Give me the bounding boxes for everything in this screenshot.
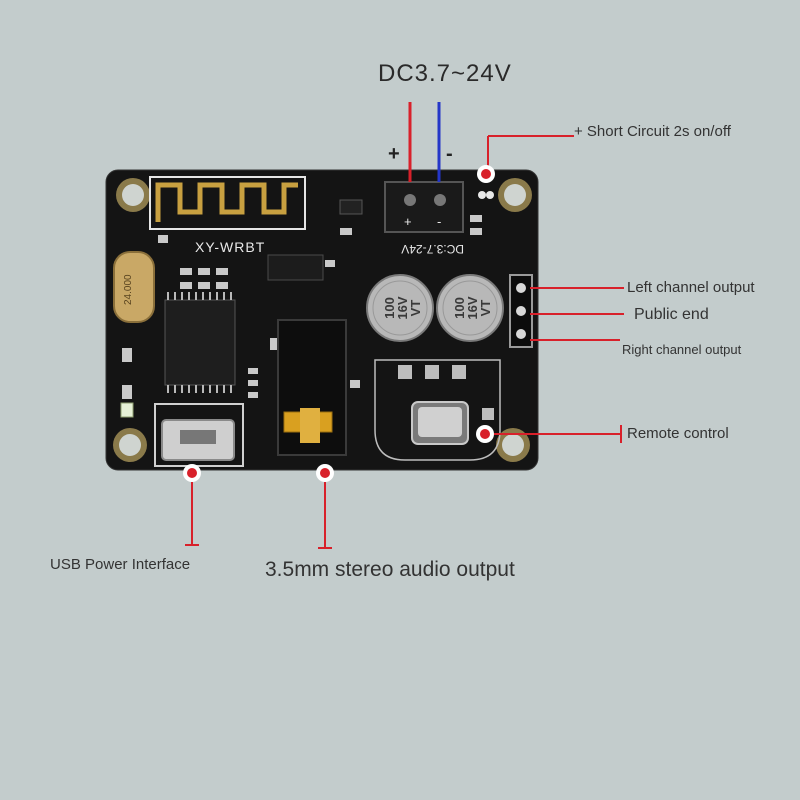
minus-wire-label: - (446, 143, 453, 165)
usb-power-leader (183, 464, 201, 546)
remote-control-label: Remote control (627, 425, 729, 442)
pcb-board: XY-WRBT DC:3.7-24V 24.000 (105, 169, 539, 471)
audio-output-leader (316, 464, 334, 549)
micro-usb-port (154, 403, 244, 467)
audio-chip (267, 254, 324, 281)
cap-right-brand: VT (478, 300, 493, 317)
audio-jack (277, 319, 347, 456)
power-input-label: DC3.7~24V (378, 60, 512, 87)
status-led (120, 402, 134, 418)
bluetooth-antenna (149, 176, 306, 230)
cap-left-value: 100 (382, 297, 397, 319)
regulator-chip (339, 199, 363, 215)
left-channel-label: Left channel output (627, 279, 755, 296)
mounting-hole-bottom-right (496, 428, 530, 462)
cap-left-voltage: 16V (395, 296, 410, 319)
board-voltage-silk: DC:3.7-24V (401, 242, 464, 256)
mounting-hole-bottom-left (113, 428, 147, 462)
usb-power-label: USB Power Interface (50, 556, 191, 573)
crystal-oscillator: 24.000 (113, 251, 155, 323)
terminal-minus-silk: - (437, 214, 441, 229)
remote-control-leader (476, 425, 622, 443)
mounting-hole-top-left (116, 178, 150, 212)
board-model-silk: XY-WRBT (195, 239, 265, 255)
cap-right-voltage: 16V (465, 296, 480, 319)
public-end-label: Public end (634, 306, 709, 323)
mounting-hole-top-right (498, 178, 532, 212)
short-circuit-label: + Short Circuit 2s on/off (574, 123, 731, 140)
cap-right-value: 100 (452, 297, 467, 319)
remote-receiver (374, 359, 501, 461)
short-circuit-pad (478, 191, 486, 199)
dc-screw-terminal: + - (384, 181, 464, 233)
short-circuit-pad-2 (486, 191, 494, 199)
cap-left-brand: VT (408, 300, 423, 317)
output-header (509, 274, 533, 348)
right-channel-label: Right channel output (622, 342, 742, 357)
main-ic-chip (164, 292, 236, 393)
plus-wire-label: + (388, 143, 400, 165)
capacitor-right: 100 16V VT (436, 274, 504, 342)
short-circuit-leader (477, 135, 574, 183)
crystal-label: 24.000 (123, 274, 134, 305)
capacitor-left: 100 16V VT (366, 274, 434, 342)
audio-output-label: 3.5mm stereo audio output (265, 558, 515, 581)
terminal-plus-silk: + (404, 214, 412, 229)
